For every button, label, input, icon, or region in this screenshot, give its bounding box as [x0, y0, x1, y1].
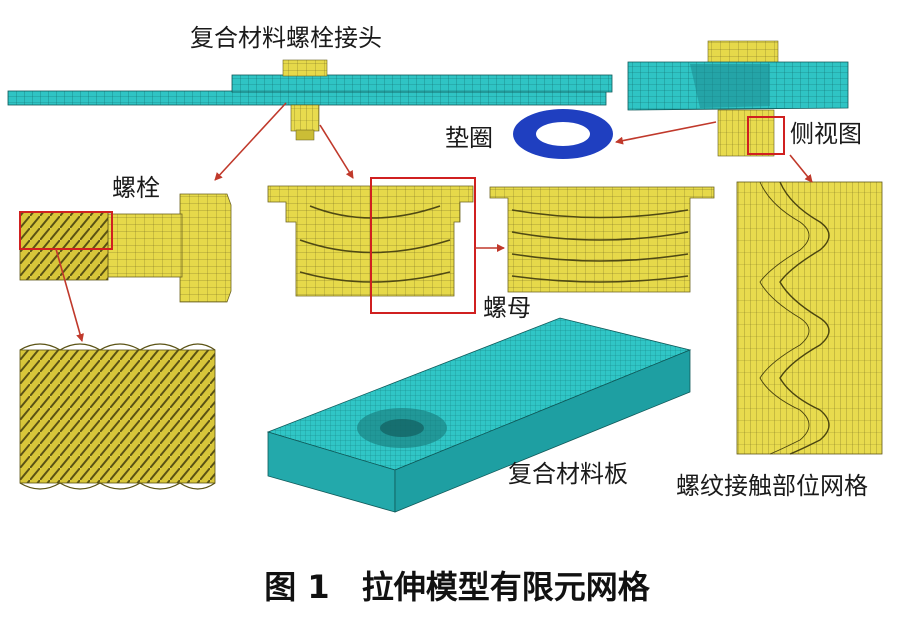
side-plates-shade [690, 64, 770, 108]
contact-profile [779, 181, 830, 455]
contact-profile-inner [759, 181, 810, 455]
label-joint: 复合材料螺栓接头 [190, 24, 382, 52]
arrow-to-nut [319, 124, 354, 179]
nut-model [267, 177, 476, 314]
plate-side-face [394, 349, 691, 513]
bolt-model [19, 193, 232, 303]
side-bolt-head [707, 40, 779, 64]
thread-enlarged [19, 349, 216, 484]
nut-bottom [290, 104, 320, 132]
label-nut: 螺母 [483, 294, 531, 322]
joint-assembly [7, 59, 613, 141]
bolt-head [179, 193, 232, 303]
label-thread-mesh: 螺纹接触部位网格 [676, 472, 868, 500]
label-bolt: 螺栓 [112, 174, 160, 202]
bolt-callout-box [19, 211, 113, 250]
plate-hole-core [380, 419, 424, 437]
bolt-head-top [282, 59, 328, 77]
thread-detail-model [19, 343, 216, 490]
nut-section-threads [511, 209, 689, 283]
label-washer: 垫圈 [445, 124, 493, 152]
lower-plate-strip [7, 90, 607, 106]
arrow-to-contact-mesh [789, 154, 813, 183]
arrows [55, 102, 813, 342]
bolt-shank [104, 213, 183, 278]
arrow-to-washer [615, 121, 717, 145]
nut-curves [299, 205, 451, 283]
bolt-tip [295, 129, 315, 141]
figure-caption: 图 1 拉伸模型有限元网格 [264, 568, 650, 606]
contact-mesh-model [736, 181, 883, 455]
composite-plate-model [266, 317, 692, 513]
bolt-thread [19, 211, 109, 281]
washer-hole [536, 122, 590, 146]
label-plate: 复合材料板 [508, 460, 628, 488]
thread-crest-bottom [19, 482, 216, 490]
arrow-to-bolt [214, 102, 287, 181]
thread-crest-top [19, 343, 216, 351]
contact-mesh-panel [736, 181, 883, 455]
washer-model [513, 109, 613, 159]
nut-section-model [489, 186, 715, 293]
arrow-to-thread-detail [55, 248, 84, 342]
side-view-callout-box [747, 116, 785, 155]
label-side-view: 侧视图 [790, 120, 862, 148]
upper-plate-strip [231, 74, 613, 93]
side-view-model [627, 40, 849, 157]
nut-callout-box [370, 177, 476, 314]
